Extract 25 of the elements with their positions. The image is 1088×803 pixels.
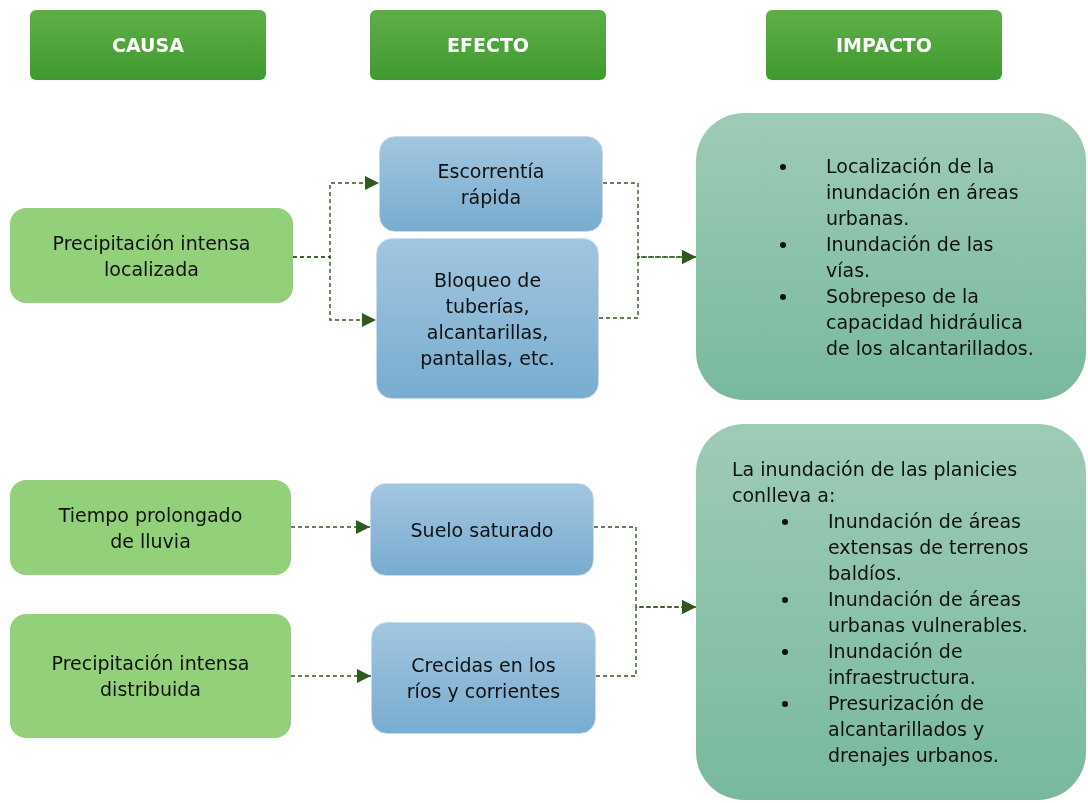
- arrow: [595, 600, 697, 677]
- arrow: [290, 520, 371, 534]
- impact-box: [696, 424, 1086, 800]
- arrow: [292, 256, 377, 327]
- bullet-text: Localización de la inundación en áreas urbanas.: [826, 153, 1020, 231]
- bullet-text: Inundación de áreas extensas de terrenos baldíos.: [828, 509, 1030, 586]
- impact-box: [696, 113, 1086, 400]
- bullet-text: Inundación de infraestructura.: [828, 639, 977, 690]
- bullet-text: Sobrepeso de la capacidad hidráulica de los alcantarillados.: [826, 283, 1035, 361]
- bullet-text: Inundación de áreas urbanas vulnerables.: [828, 587, 1029, 638]
- bullet-text: Presurización de alcantarillados y drenajes urbanos.: [828, 691, 1000, 768]
- effect-box: Suelo saturado: [370, 483, 594, 576]
- cause-box: Tiempo prolongado de lluvia: [10, 480, 291, 575]
- effect-box: Escorrentía rápida: [379, 136, 603, 232]
- column-header: IMPACTO: [766, 10, 1002, 80]
- intro-text: La inundación de las planicies conlleva a:: [732, 457, 1019, 508]
- column-header: EFECTO: [370, 10, 606, 80]
- arrow: [598, 250, 697, 319]
- effect-box: Bloqueo de tuberías, alcantarillas, pantallas, etc.: [376, 238, 599, 399]
- arrow: [290, 669, 372, 683]
- cause-box: Precipitación intensa localizada: [10, 208, 293, 303]
- column-header: CAUSA: [30, 10, 266, 80]
- bullet-text: Inundación de las vías.: [826, 231, 995, 283]
- cause-box: Precipitación intensa distribuida: [10, 614, 291, 738]
- effect-box: Crecidas en los ríos y corrientes: [371, 622, 596, 734]
